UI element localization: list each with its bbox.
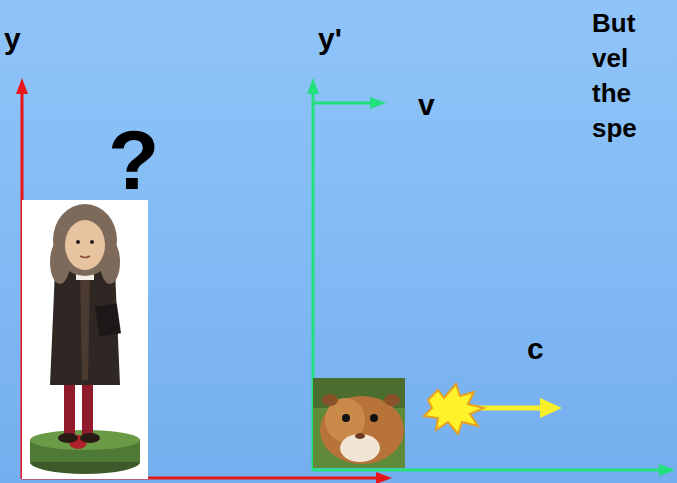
axis-label: y' [318,24,342,54]
newton-figure [22,200,148,479]
x-prime-axis [313,469,662,472]
axis-arrowhead [370,97,386,109]
axis-label: y [4,24,21,54]
axis-arrowhead [307,78,319,94]
velocity-arrow [313,102,372,105]
speed-label: c [527,334,544,364]
light-flash [424,384,562,434]
axis-arrowhead [659,464,675,476]
axis-arrowhead [16,78,28,94]
guinea-pig-photo [313,378,405,468]
note-text: But vel the spe [592,6,637,146]
velocity-label: v [418,90,435,120]
question-mark: ? [108,118,159,202]
axis-arrowhead [376,472,392,483]
